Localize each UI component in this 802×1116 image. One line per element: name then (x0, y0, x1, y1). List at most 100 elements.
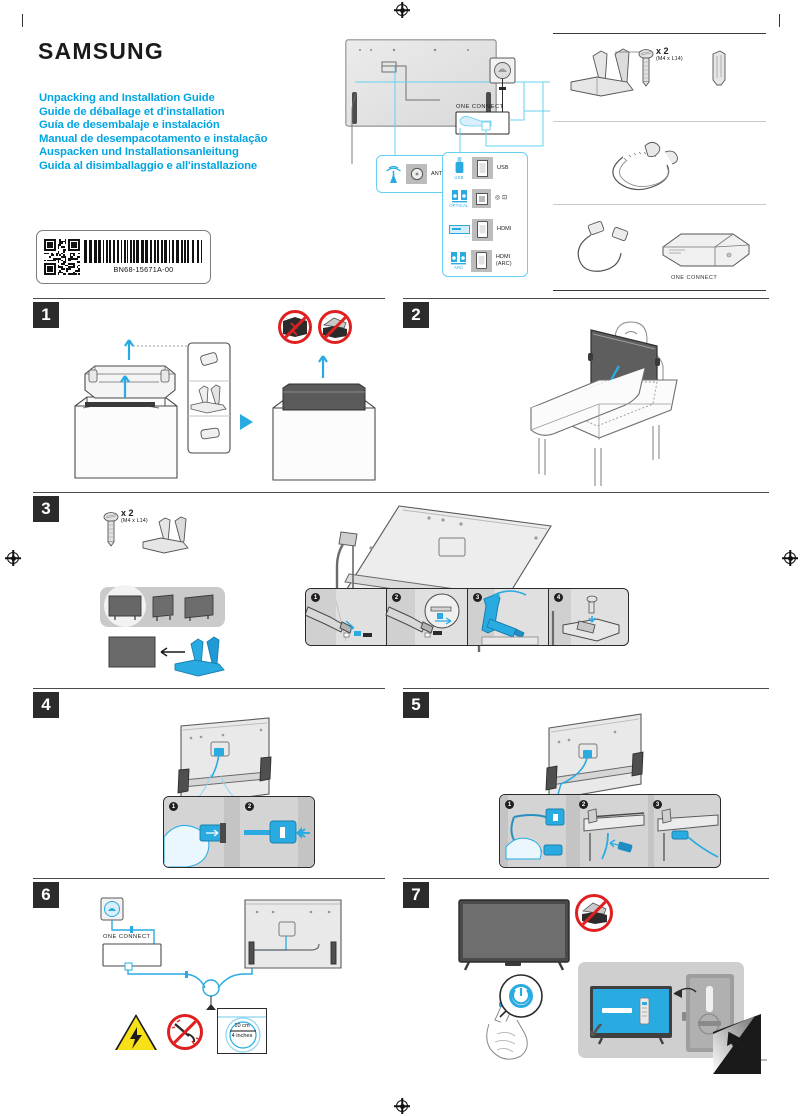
antenna-icon (380, 165, 406, 184)
qr-code (44, 239, 80, 275)
step-5-badge: 5 (403, 692, 429, 718)
step-4-rule (33, 688, 385, 689)
bend-radius-callout: 10 cm 4 inches (217, 1008, 267, 1054)
barcode-block: BN68-15671A-00 (84, 240, 203, 274)
confirm-check-icon: ✓ (587, 1018, 606, 1043)
port-label-ant: ANT (431, 170, 443, 177)
step-3-badge: 3 (33, 496, 59, 522)
samsung-logo: SAMSUNG (38, 38, 164, 64)
no-press-screen-icon (278, 310, 312, 344)
usb-jack (472, 157, 493, 179)
usb-drive-icon: USB (446, 156, 472, 180)
step-7-no-lay-screen-down-icon (575, 894, 613, 932)
part-number-label: BN68-15671A-00 (36, 230, 211, 284)
port-row-usb: USB USB (443, 153, 527, 183)
bend-radius-metric: 10 cm (234, 1023, 250, 1029)
stand-screw-quantity: x 2 (M4 x L14) (656, 46, 683, 62)
accessory-row-cable-tie (553, 121, 766, 204)
step-4-substep-1 (164, 797, 240, 867)
step-5-rule (403, 688, 769, 689)
no-pinch-cable-icon (167, 1014, 203, 1050)
crop-mark-top-left (22, 14, 23, 27)
crop-mark-top-right (779, 14, 780, 27)
step-3-substep-3-number: 3 (473, 593, 482, 602)
guide-title-es: Guía de desembalaje e instalación (39, 119, 220, 132)
accessory-row-one-connect: ONE CONNECT (553, 204, 766, 290)
step-4-badge: 4 (33, 692, 59, 718)
step-3-substep-1-number: 1 (311, 593, 320, 602)
antenna-port-group: ANT (376, 155, 448, 193)
port-row-hdmi: HDMI (443, 214, 527, 245)
registration-mark-top (394, 2, 410, 18)
step-3-substep-4 (549, 589, 628, 645)
step-5-substep-2-number: 2 (579, 800, 588, 809)
step-1-rule (33, 298, 385, 299)
step-3: 3 (33, 492, 769, 682)
hdmi-jack (472, 218, 493, 241)
port-label-hdmi-arc: HDMI (ARC) (495, 254, 512, 267)
step-3-screw-quantity: x 2 (M4 x L14) (121, 508, 148, 524)
step-6-one-connect-label: ONE CONNECT (103, 934, 151, 940)
step-7: 7 (403, 878, 769, 1074)
step-7-rule (403, 878, 769, 879)
accessory-row-stand: x 2 (M4 x L14) (553, 33, 766, 121)
hdmi-arc-jack (471, 249, 492, 272)
step-6-badge: 6 (33, 882, 59, 908)
port-sub-arc: ARC (453, 265, 464, 270)
port-row-optical: OPTICAL ◎ ⊡ (443, 183, 527, 214)
step-2-rule (403, 298, 769, 299)
guide-title-list: Unpacking and Installation Guide Guide d… (39, 92, 339, 174)
port-label-optical: ◎ ⊡ (495, 195, 508, 202)
speakers-arc-icon: ARC (446, 251, 471, 270)
step-3-rule (33, 492, 769, 493)
step-4: 4 (33, 688, 385, 876)
step-1: 1 (33, 298, 385, 486)
one-connect-box-label: ONE CONNECT (671, 275, 718, 281)
set-top-box-icon (446, 225, 472, 234)
one-connect-label: ONE CONNECT (456, 104, 504, 110)
guide-title-de: Auspacken und Installationsanleitung (39, 146, 239, 159)
io-port-group: USB USB OPTICAL ◎ ⊡ (442, 152, 528, 277)
port-sub-optical: OPTICAL (449, 203, 469, 208)
high-voltage-warning-icon (115, 1014, 159, 1054)
step-3-substeps: 1 2 3 4 (305, 588, 629, 646)
step-3-substep-4-number: 4 (554, 593, 563, 602)
step-4-substep-1-number: 1 (169, 802, 178, 811)
port-row-ant: ANT (377, 156, 447, 192)
bend-radius-imperial: 4 inches (231, 1033, 253, 1039)
guide-title-pt: Manual de desempacotamento e instalação (39, 132, 268, 145)
step-7-badge: 7 (403, 882, 429, 908)
registration-mark-right (782, 550, 798, 566)
step-2: 2 (403, 298, 769, 486)
registration-mark-bottom (394, 1098, 410, 1114)
part-number-text: BN68-15671A-00 (113, 265, 174, 274)
step-5-substep-3-number: 3 (653, 800, 662, 809)
guide-title-fr: Guide de déballage et d'installation (39, 105, 225, 118)
port-row-hdmi-arc: ARC HDMI (ARC) (443, 245, 527, 276)
guide-title-en: Unpacking and Installation Guide (39, 92, 215, 104)
step-5-substep-1-number: 1 (505, 800, 514, 809)
coax-jack (406, 164, 427, 184)
port-label-usb: USB (497, 164, 509, 171)
port-label-hdmi: HDMI (497, 226, 512, 233)
port-sub-usb: USB (454, 174, 464, 180)
accessories-panel: x 2 (M4 x L14) (553, 33, 766, 291)
step-6: 6 (33, 878, 385, 1064)
step-4-substep-2-number: 2 (245, 802, 254, 811)
step-2-badge: 2 (403, 302, 429, 328)
optical-jack (472, 189, 491, 208)
accessory-panel-bottom-rule (553, 290, 766, 291)
step-3-substep-2 (385, 589, 468, 645)
step-4-substeps: 1 2 (163, 796, 315, 868)
speakers-icon: OPTICAL (446, 189, 472, 208)
step-1-badge: 1 (33, 302, 59, 328)
step-3-substep-2-number: 2 (392, 593, 401, 602)
guide-title-it: Guida al disimballaggio e all'installazi… (39, 159, 258, 172)
registration-mark-left (5, 550, 21, 566)
step-5: 5 (403, 688, 769, 876)
connection-overview-diagram: ONE CONNECT (338, 36, 550, 291)
no-lay-screen-down-icon (318, 310, 352, 344)
page-turn-corner-icon (711, 1012, 767, 1074)
step-5-substeps: 1 2 3 (499, 794, 721, 868)
